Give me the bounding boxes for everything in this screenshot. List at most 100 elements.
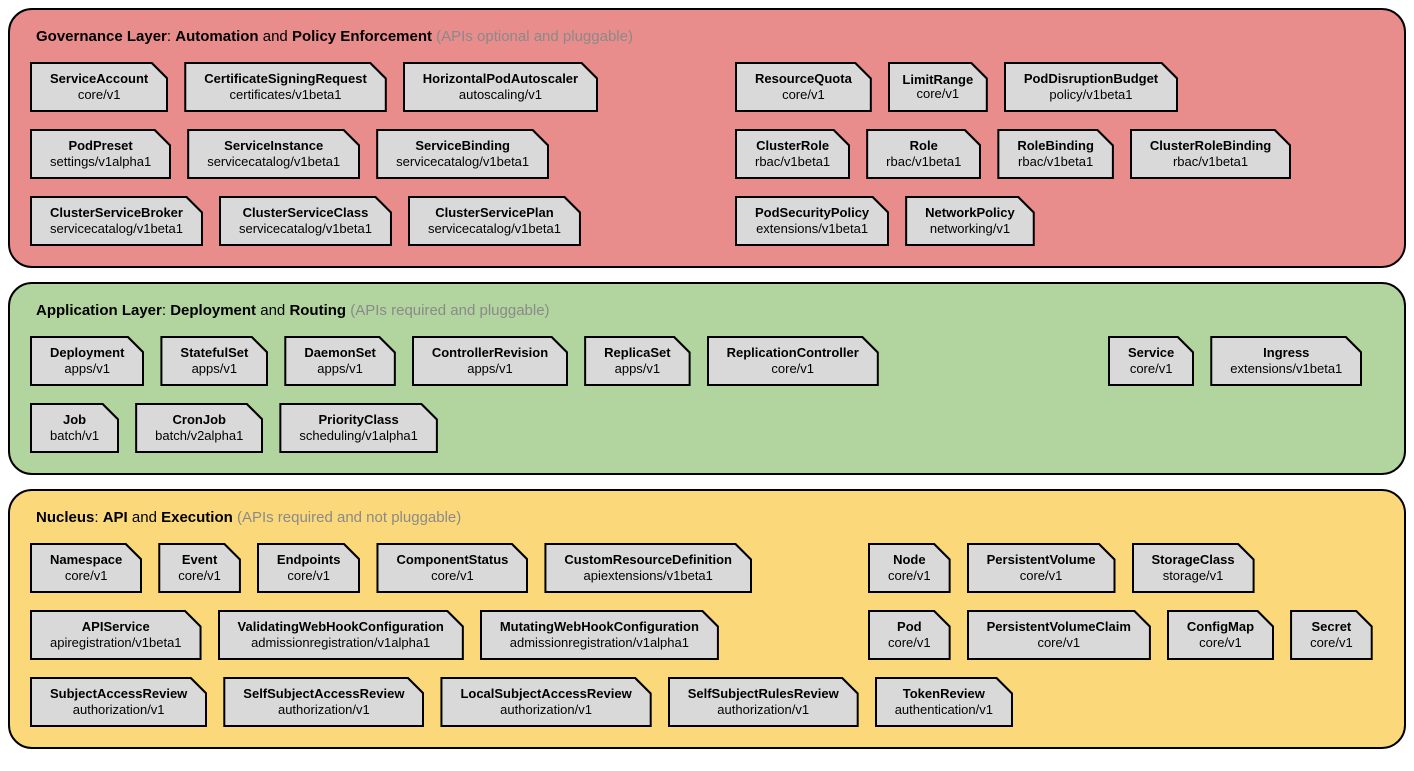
resource-kind: SelfSubjectAccessReview (243, 686, 405, 702)
layer-keyword-a: Automation (175, 28, 259, 45)
resource-api: apiextensions/v1beta1 (583, 568, 713, 583)
resource-api: autoscaling/v1 (458, 87, 542, 102)
layer-name: Application Layer (36, 302, 162, 319)
layer-title-sep: : (94, 509, 103, 526)
resource-api: rbac/v1beta1 (1018, 154, 1094, 169)
layer-keyword-a: Deployment (170, 302, 257, 319)
layer-note: (APIs optional and pluggable) (432, 28, 633, 45)
resource-kind: ReplicaSet (604, 345, 671, 361)
resource-kind: ClusterServicePlan (435, 205, 554, 221)
resource-kind: ServiceInstance (224, 138, 324, 154)
resource-kind: Role (909, 138, 938, 154)
resource-api: core/v1 (77, 87, 121, 102)
resource-api: scheduling/v1alpha1 (299, 428, 418, 443)
resource-api: servicecatalog/v1beta1 (207, 154, 341, 169)
resource-kind: APIService (81, 619, 150, 635)
resource-kind: ConfigMap (1186, 619, 1255, 635)
resource-api: authorization/v1 (717, 702, 810, 717)
resource-kind: Namespace (50, 552, 123, 568)
resource-api: servicecatalog/v1beta1 (238, 221, 372, 236)
resource-api: core/v1 (888, 635, 931, 650)
resource-api: extensions/v1beta1 (756, 221, 869, 236)
layer-title-conj: and (258, 28, 292, 45)
resource-api: core/v1 (431, 568, 474, 583)
nucleus-row-3: SubjectAccessReview authorization/v1 Self… (30, 677, 1384, 727)
layer-title-sep: : (161, 302, 171, 319)
resource-kind: Pod (897, 619, 922, 635)
resource-kind: ClusterServiceClass (242, 205, 369, 221)
resource-api: core/v1 (1019, 568, 1063, 583)
resource-api: extensions/v1beta1 (1230, 361, 1343, 376)
layer-governance: Governance Layer: Automation and Policy … (8, 8, 1406, 268)
resource-api: core/v1 (1310, 635, 1353, 650)
resource-api: batch/v2alpha1 (155, 428, 244, 443)
resource-api: rbac/v1beta1 (1172, 154, 1249, 169)
resource-kind: CustomResourceDefinition (564, 552, 732, 568)
layer-keyword-b: Routing (289, 302, 347, 319)
resource-kind: TokenReview (902, 686, 985, 702)
resource-kind: StorageClass (1151, 552, 1235, 568)
resource-api: batch/v1 (50, 428, 100, 443)
resource-kind: MutatingWebHookConfiguration (499, 619, 699, 635)
resource-api: core/v1 (916, 86, 960, 101)
resource-api: servicecatalog/v1beta1 (396, 154, 530, 169)
resource-kind: ReplicationController (726, 345, 859, 361)
layer-title-nucleus: Nucleus: API and Execution (APIs require… (36, 509, 1384, 526)
layer-keyword-a: API (102, 509, 128, 526)
resource-kind: CronJob (172, 412, 226, 428)
resource-kind: PriorityClass (318, 412, 399, 428)
resource-kind: CertificateSigningRequest (204, 71, 367, 87)
resource-api: core/v1 (1199, 635, 1242, 650)
resource-api: apps/v1 (614, 361, 661, 376)
resource-api: core/v1 (178, 568, 221, 583)
resource-api: core/v1 (782, 87, 825, 102)
nucleus-row-3-left: SubjectAccessReview authorization/v1 Self… (30, 677, 1013, 727)
layer-keyword-b: Policy Enforcement (291, 28, 432, 45)
resource-kind: SubjectAccessReview (50, 686, 188, 702)
resource-kind: ServiceBinding (415, 138, 510, 154)
resource-kind: ControllerRevision (431, 345, 549, 361)
resource-kind: ComponentStatus (396, 552, 509, 568)
resource-api: certificates/v1beta1 (229, 87, 342, 102)
layer-nucleus: Nucleus: API and Execution (APIs require… (8, 489, 1406, 749)
resource-kind: PodSecurityPolicy (755, 205, 870, 221)
layer-note: (APIs required and not pluggable) (232, 509, 462, 526)
resource-kind: ResourceQuota (755, 71, 852, 87)
resource-kind: RoleBinding (1017, 138, 1094, 154)
resource-api: core/v1 (888, 568, 931, 583)
resource-kind: PersistentVolume (986, 552, 1096, 568)
resource-kind: SelfSubjectRulesReview (687, 686, 839, 702)
resource-kind: Deployment (50, 345, 125, 361)
